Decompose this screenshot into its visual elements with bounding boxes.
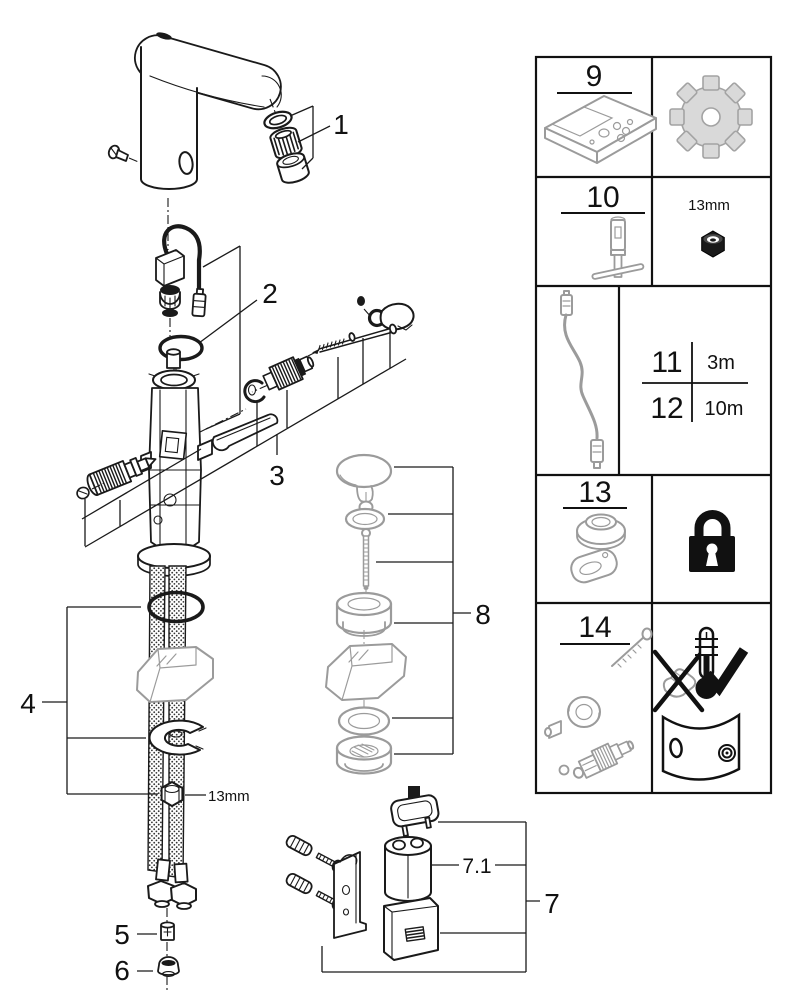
housing-screw <box>107 144 142 164</box>
leader-lines-part7 <box>321 821 540 973</box>
mounting-set-part4: 13mm 4 <box>20 590 250 807</box>
part-6-label: 6 <box>114 955 130 986</box>
sidebar-box-14: 14 <box>544 611 749 781</box>
mounting-wedge-part8 <box>325 643 407 701</box>
mounting-wedge-part4 <box>136 646 214 703</box>
power-supply-part7: 7.1 7 <box>285 786 560 973</box>
faucet-column-fill <box>141 47 197 179</box>
leader-lines-part4 <box>42 606 158 795</box>
cable-12-length: 10m <box>705 398 744 420</box>
sidebar-grid <box>534 55 773 795</box>
wall-anchors-screws <box>285 834 343 910</box>
part-7-label: 7 <box>544 888 560 919</box>
sidebar-box-9: 9 <box>544 60 657 164</box>
aerator-shell <box>276 152 310 184</box>
drain-assembly-part8: 8 <box>325 453 491 775</box>
no-lubricant-icon <box>652 649 705 713</box>
sidebar-box-10: 10 <box>561 181 645 280</box>
part-5-label: 5 <box>114 919 130 950</box>
faucet-column <box>140 46 198 190</box>
faucet-body-drawing <box>107 32 282 250</box>
oring-part4 <box>147 590 205 624</box>
extension-cable-icon <box>560 290 604 469</box>
check-valve-part5 <box>160 921 175 941</box>
part-7-1-label: 7.1 <box>462 855 491 878</box>
thermometer-icon <box>695 626 718 699</box>
check-icon <box>703 647 749 697</box>
cable-connector <box>191 287 207 318</box>
cartridge-body <box>137 348 279 577</box>
oring-part2 <box>158 334 204 362</box>
horseshoe-washer <box>148 719 207 756</box>
sidebar-box-10-number: 10 <box>586 181 619 214</box>
cable-plug <box>155 249 185 317</box>
part-3-label: 3 <box>269 460 285 491</box>
valve-plug-screw <box>76 482 105 500</box>
aerator-seal-ring <box>263 110 293 130</box>
cable-11-label: 11 <box>651 346 682 379</box>
part-2-label: 2 <box>262 278 278 309</box>
nut-icon <box>701 230 725 258</box>
mixing-valve-parts-icon <box>544 627 653 779</box>
sidebar-box-13-number: 13 <box>578 476 611 509</box>
plug-part6 <box>157 956 180 977</box>
protective-sleeve-icon <box>661 712 741 781</box>
socket-wrench-icon <box>591 216 645 280</box>
adjuster-spindle <box>262 355 315 391</box>
aerator-parts-part1: 1 <box>263 98 349 184</box>
cable-11-length: 3m <box>707 352 735 374</box>
lever-assembly-part3: 3 <box>76 296 415 548</box>
mounting-bracket <box>333 851 367 939</box>
solenoid-valve <box>86 457 157 496</box>
leader-ticks-part3 <box>84 331 391 546</box>
sidebar-box-14-number: 14 <box>578 611 611 644</box>
wrench-size-label: 13mm <box>688 197 730 214</box>
leader-lines-part8 <box>376 466 471 755</box>
lock-icon <box>689 510 735 572</box>
control-housing <box>383 897 439 961</box>
lever-screw <box>357 296 365 306</box>
sidebar-nut-cell: 13mm <box>688 197 730 258</box>
battery-cap <box>390 786 440 837</box>
sidebar-box-9-number: 9 <box>586 60 603 93</box>
small-parts-5-6: 5 6 <box>114 908 180 990</box>
spout-tip-line <box>261 75 282 108</box>
sensor-window <box>178 151 194 175</box>
drain-ring <box>344 507 386 531</box>
leader-diagonal-part2b <box>81 448 202 520</box>
lever-handle <box>367 302 415 331</box>
popup-knob <box>335 453 393 514</box>
battery-part7-1 <box>384 836 432 902</box>
part-1-label: 1 <box>333 109 349 140</box>
cable <box>162 224 202 295</box>
drain-flange <box>335 591 393 637</box>
lever-rod <box>312 323 398 354</box>
part-4-label: 4 <box>20 688 36 719</box>
side-port-centerline <box>199 408 247 433</box>
leader-lines-part2 <box>198 245 258 430</box>
part-8-label: 8 <box>475 599 491 630</box>
retainer-loop <box>211 413 279 452</box>
gear-icon <box>669 75 753 159</box>
drain-seal-ring <box>337 706 391 736</box>
sidebar-box-13: 13 <box>563 476 627 584</box>
cable-12-label: 12 <box>650 392 683 425</box>
remote-control-icon <box>544 95 657 164</box>
nut-size-label: 13mm <box>208 788 250 805</box>
table-cross-lines <box>642 342 748 422</box>
aerator-insert <box>269 126 303 160</box>
sidebar-cable-box: 11 3m 12 10m <box>560 290 748 469</box>
leader-diagonal-part3 <box>84 358 407 548</box>
drain-rod <box>361 528 371 590</box>
retaining-clip <box>243 379 266 404</box>
escutcheon-icon <box>570 513 626 584</box>
leader-lines-part1 <box>289 105 331 170</box>
sensor-cable-part2: 2 <box>155 224 278 430</box>
spout-underside-line <box>149 75 265 108</box>
drain-strainer <box>335 735 393 775</box>
spout-top-slot <box>156 32 172 40</box>
mounting-nut-13mm <box>160 781 184 807</box>
